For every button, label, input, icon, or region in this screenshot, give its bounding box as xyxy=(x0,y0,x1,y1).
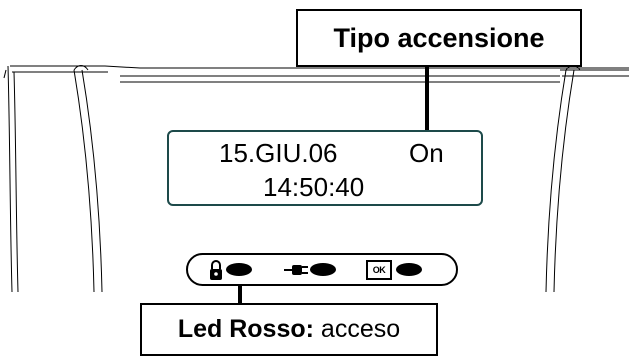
led-power xyxy=(310,263,336,276)
right-pillar-inner xyxy=(553,69,575,293)
red-led-callout: Led Rosso: acceso xyxy=(140,303,438,356)
lcd-time: 14:50:40 xyxy=(263,172,365,202)
lcd-status: On xyxy=(409,138,444,168)
lcd-display: 15.GIU.06 On 14:50:40 xyxy=(167,130,483,206)
led-panel: OK xyxy=(186,253,458,286)
led-lock xyxy=(226,263,252,276)
lcd-date: 15.GIU.06 xyxy=(219,138,338,168)
ignition-type-connector xyxy=(425,66,429,130)
lock-icon xyxy=(210,260,222,280)
red-led-connector xyxy=(238,284,242,304)
ok-icon: OK xyxy=(366,260,392,280)
left-pillar-cap xyxy=(73,65,89,71)
left-housing-outer xyxy=(7,65,13,293)
left-housing-inner xyxy=(13,71,19,293)
ignition-type-callout: Tipo accensione xyxy=(296,9,582,67)
left-tick xyxy=(3,69,7,79)
ok-icon-label: OK xyxy=(372,265,386,275)
panel-top-edge-right xyxy=(560,69,629,77)
plug-icon xyxy=(284,265,308,275)
led-ok xyxy=(396,263,422,276)
left-pillar-inner xyxy=(81,69,103,293)
red-led-label: Led Rosso: xyxy=(177,315,314,343)
left-pillar-outer xyxy=(73,69,95,293)
ignition-type-label: Tipo accensione xyxy=(333,22,545,53)
red-led-value: acceso xyxy=(320,315,401,343)
panel-top-edge xyxy=(10,65,629,69)
right-pillar-outer xyxy=(545,69,567,293)
